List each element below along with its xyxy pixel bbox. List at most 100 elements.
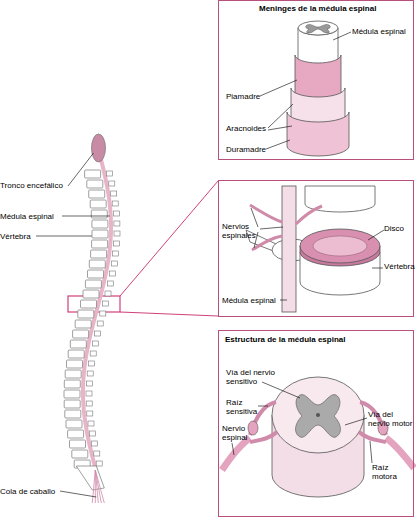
- leader-line: [268, 104, 293, 128]
- vertebra-body: [66, 420, 82, 428]
- spinous-process: [89, 361, 95, 366]
- cord-top: [298, 21, 338, 35]
- leader-line: [280, 300, 287, 301]
- vertebra-body: [92, 230, 108, 238]
- vertebra-body: [67, 360, 83, 368]
- spinous-process: [107, 281, 113, 286]
- part-label: Cola de caballo: [0, 487, 62, 496]
- leader-line: [260, 80, 297, 96]
- vertebra-body: [68, 430, 84, 438]
- spinous-process: [88, 421, 94, 426]
- part-label: Raíz motora: [372, 463, 414, 481]
- vertebra-body: [91, 210, 107, 218]
- zoom-marker: [68, 181, 218, 316]
- part-label: Nervio espinal: [222, 424, 258, 442]
- vertebra-body: [92, 220, 108, 228]
- leader-line: [60, 491, 96, 497]
- nerve-fiber: [95, 470, 101, 503]
- vertebra-body: [68, 350, 84, 358]
- vertebra-body: [64, 400, 80, 408]
- leader-line: [372, 268, 383, 269]
- spinous-process: [90, 351, 96, 356]
- spinous-process: [87, 371, 93, 376]
- vertebra-inset: [219, 181, 414, 317]
- part-label: Nervios espinales: [222, 222, 262, 240]
- spinal-nerve: [250, 205, 282, 222]
- highlight-rect: [68, 296, 120, 312]
- nerve-fiber: [92, 470, 95, 503]
- spinous-process: [96, 461, 102, 466]
- vertebra-body: [65, 410, 81, 418]
- leader-line: [268, 126, 292, 130]
- meninges-drawing: [260, 21, 351, 156]
- leader-line: [345, 418, 367, 425]
- gray-matter: [296, 395, 341, 438]
- part-label: Aracnoides: [226, 124, 270, 133]
- spinous-process: [100, 311, 106, 316]
- part-label: Duramadre: [226, 145, 270, 154]
- vertebra-body: [88, 270, 104, 278]
- spinal-nerve: [386, 438, 414, 468]
- cord-top: [272, 377, 364, 453]
- vertebra-body: [70, 440, 86, 448]
- part-label: Vía del nervio motor: [368, 410, 414, 428]
- motor-root: [359, 432, 386, 442]
- zoom-line: [120, 312, 218, 316]
- part-label: Tronco encefálico: [0, 181, 70, 190]
- dura-layer: [287, 112, 349, 156]
- spinous-process: [113, 211, 119, 216]
- part-label: Disco: [384, 224, 414, 233]
- spinal-nerve: [222, 438, 250, 470]
- vertebra-body: [64, 380, 80, 388]
- disc: [300, 229, 380, 263]
- leader-line: [62, 216, 110, 217]
- inset-title: Estructura de la médula espinal: [225, 335, 345, 344]
- vertebra-body: [90, 200, 106, 208]
- inset-box: Meninges de la médula espinal: [218, 0, 414, 160]
- leader-line: [266, 140, 290, 149]
- spinous-process: [105, 291, 111, 296]
- central-canal: [316, 413, 320, 417]
- leader-line: [232, 443, 234, 455]
- spinous-process: [87, 411, 93, 416]
- vertebra-body: [92, 240, 108, 248]
- cross-section-drawing: [222, 377, 414, 497]
- leader-line: [68, 153, 94, 186]
- leader-line: [333, 32, 351, 40]
- vertebra-body: [65, 370, 81, 378]
- spinal-cord-tube: [282, 186, 296, 312]
- part-label: Vértebra: [384, 262, 414, 271]
- vertebra-body: [72, 450, 88, 458]
- part-label: Vértebra: [0, 232, 40, 241]
- spinous-process: [86, 401, 92, 406]
- spinous-process: [86, 391, 92, 396]
- vertebra-body: [91, 250, 107, 258]
- spinous-process: [97, 321, 103, 326]
- nerve-fiber: [95, 470, 104, 503]
- leader-line: [36, 236, 92, 237]
- brainstem: [92, 134, 106, 162]
- leader-line: [251, 208, 258, 227]
- disc-nucleus: [313, 236, 367, 256]
- part-label: Piamadre: [226, 92, 266, 101]
- spinous-process: [92, 341, 98, 346]
- vertebra-body: [70, 340, 86, 348]
- spinous-process: [114, 221, 120, 226]
- spinous-process: [114, 241, 120, 246]
- vertebra-body: [89, 190, 105, 198]
- spinous-process: [90, 431, 96, 436]
- part-label: Médula espinal: [352, 27, 414, 36]
- spinous-process: [107, 171, 113, 176]
- vertebra-body: [85, 280, 101, 288]
- part-label: Médula espinal: [222, 296, 280, 305]
- vertebra-body: [78, 310, 94, 318]
- vertebra-body: [64, 390, 80, 398]
- spinous-process: [114, 231, 120, 236]
- spinous-process: [111, 261, 117, 266]
- leader-line: [262, 382, 300, 398]
- spinous-process: [113, 251, 119, 256]
- zoom-line: [120, 181, 218, 296]
- part-label: Raíz sensitiva: [226, 398, 262, 416]
- inset-frame: [219, 181, 414, 317]
